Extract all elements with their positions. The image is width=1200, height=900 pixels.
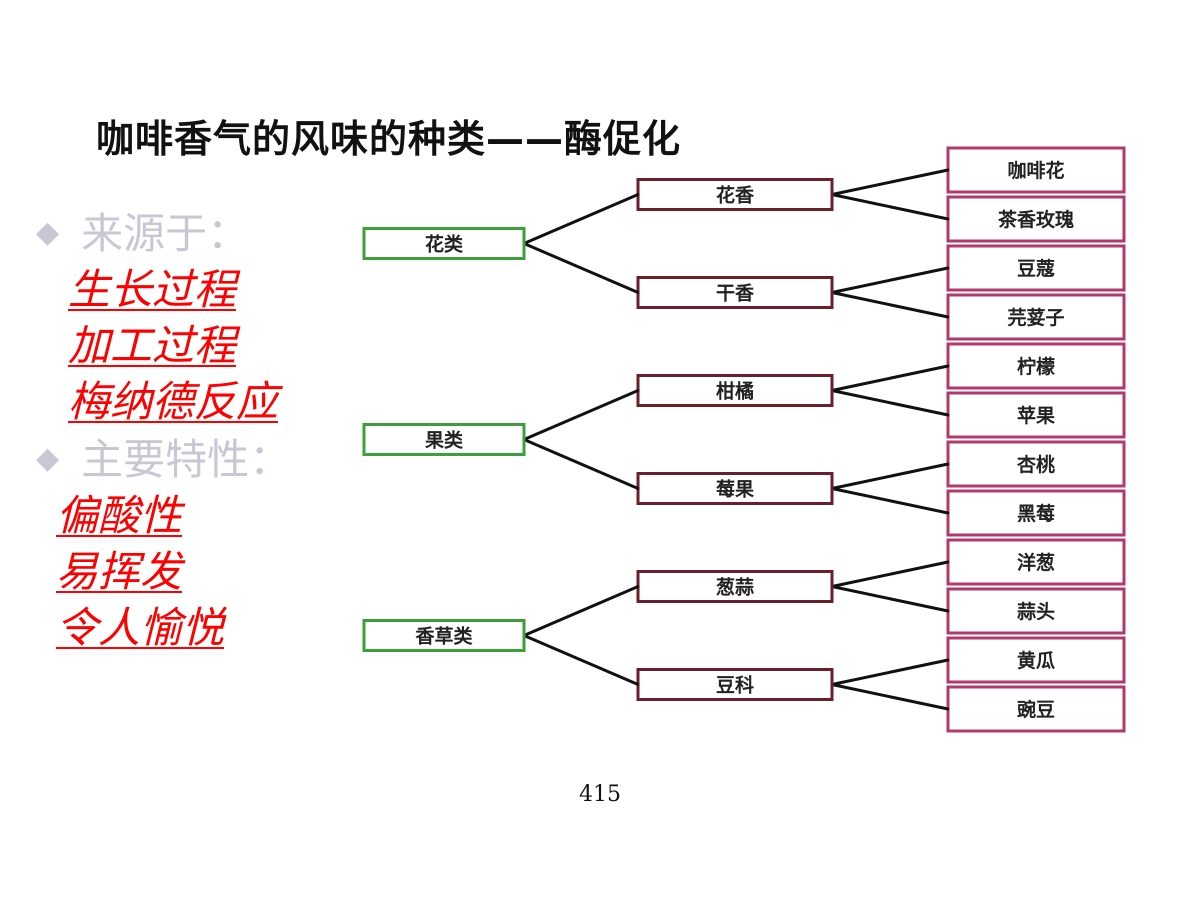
source-item: 加工过程 — [68, 321, 237, 370]
connector-line — [830, 658, 950, 686]
connector-line — [830, 683, 950, 711]
leaf-node-box — [946, 636, 1126, 684]
feature-item: 令人愉悦 — [56, 603, 225, 652]
sub-node-box — [636, 472, 834, 505]
leaf-node-box — [946, 244, 1126, 292]
sub-node-label: 柑橘 — [716, 379, 754, 402]
leaf-node-label: 芫荽子 — [1007, 306, 1064, 329]
category-node-label: 香草类 — [414, 624, 472, 647]
connector-line — [522, 193, 640, 245]
feature-item: 易挥发 — [56, 547, 183, 596]
connector-line — [522, 585, 640, 637]
leaf-node-label: 苹果 — [1017, 404, 1055, 427]
connector-line — [830, 585, 950, 613]
sub-node-label: 花香 — [716, 183, 755, 206]
page-title: 咖啡香气的风味的种类——酶促化 — [96, 117, 682, 161]
sources-heading-label: 来源于： — [81, 209, 250, 258]
leaf-node-label: 杏桃 — [1016, 453, 1055, 476]
connector-line — [830, 487, 950, 515]
page-number: 415 — [579, 782, 621, 807]
leaf-node-label: 洋葱 — [1017, 551, 1055, 574]
features-heading: ◆ 主要特性： — [36, 426, 291, 487]
leaf-node-box — [946, 685, 1126, 733]
leaf-node-label: 柠檬 — [1017, 355, 1055, 378]
connector-line — [830, 364, 950, 392]
leaf-node-box — [946, 293, 1126, 341]
sub-node-box — [636, 276, 834, 309]
leaf-node-label: 豆蔻 — [1017, 258, 1055, 280]
category-node-box — [362, 423, 526, 456]
connector-line — [830, 462, 950, 490]
leaf-node-box — [946, 538, 1126, 586]
connector-line — [830, 560, 950, 588]
diamond-bullet-icon: ◆ — [36, 441, 60, 476]
sources-heading: ◆ 来源于： — [36, 200, 249, 261]
sub-node-label: 葱蒜 — [716, 575, 754, 598]
sub-node-label: 干香 — [716, 282, 755, 304]
category-node-box — [362, 227, 526, 260]
diamond-bullet-icon: ◆ — [36, 215, 60, 250]
connector-line — [830, 389, 950, 417]
connector-line — [522, 389, 640, 441]
connector-line — [830, 266, 950, 294]
features-heading-label: 主要特性： — [81, 435, 292, 484]
category-node-box — [362, 619, 526, 652]
connector-line — [522, 242, 640, 294]
leaf-node-label: 咖啡花 — [1007, 159, 1064, 182]
connector-line — [522, 438, 640, 490]
feature-item: 偏酸性 — [56, 491, 183, 540]
category-node-label: 花类 — [425, 232, 463, 255]
leaf-node-label: 黄瓜 — [1017, 649, 1055, 672]
sub-node-label: 豆科 — [716, 673, 754, 696]
category-node-label: 果类 — [424, 428, 463, 451]
connector-line — [830, 291, 950, 319]
leaf-node-box — [946, 587, 1126, 635]
source-item: 生长过程 — [68, 265, 237, 314]
leaf-node-label: 豌豆 — [1017, 698, 1055, 721]
connector-line — [830, 193, 950, 221]
sub-node-label: 莓果 — [716, 477, 754, 500]
connector-line — [830, 168, 950, 196]
source-item: 梅纳德反应 — [68, 377, 279, 426]
leaf-node-label: 黑莓 — [1017, 502, 1055, 525]
leaf-node-label: 蒜头 — [1017, 600, 1055, 623]
connector-line — [522, 634, 640, 686]
leaf-node-label: 茶香玫瑰 — [998, 208, 1074, 231]
leaf-node-box — [946, 489, 1126, 537]
